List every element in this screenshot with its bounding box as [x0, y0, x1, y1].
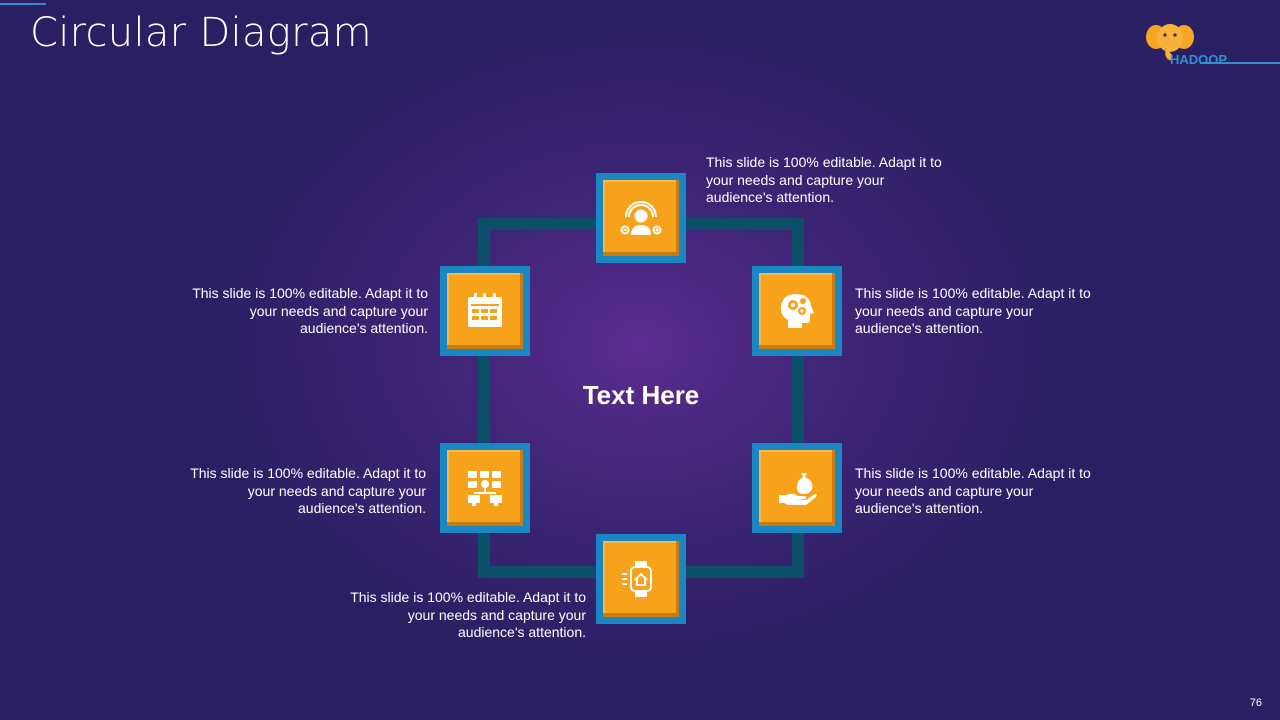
- operator-headset-icon: [620, 201, 662, 235]
- node-upper-right-text: This slide is 100% editable. Adapt it to…: [855, 285, 1091, 336]
- center-label: Text Here: [582, 380, 700, 410]
- node-lower-right: [752, 443, 842, 533]
- node-tile: [447, 450, 523, 526]
- node-lower-left: [440, 443, 530, 533]
- node-tile: [759, 273, 835, 349]
- page-number: 76: [1249, 697, 1262, 709]
- logo-underline: [1200, 62, 1280, 64]
- node-lower-left-text: This slide is 100% editable. Adapt it to…: [190, 465, 426, 516]
- node-tile: [603, 541, 679, 617]
- node-top: [596, 173, 686, 263]
- node-top-text: This slide is 100% editable. Adapt it to…: [706, 154, 942, 205]
- calendar-icon: [468, 293, 502, 327]
- node-bottom: [596, 534, 686, 624]
- node-tile: [447, 273, 523, 349]
- logo-text: HADOOP: [1170, 52, 1228, 67]
- node-upper-left-text: This slide is 100% editable. Adapt it to…: [192, 285, 428, 336]
- gear-head-icon: [780, 294, 814, 328]
- node-tile: [759, 450, 835, 526]
- smartwatch-home-icon: [622, 561, 652, 597]
- hand-money-bag-icon: [779, 473, 817, 505]
- node-lower-right-text: This slide is 100% editable. Adapt it to…: [855, 465, 1091, 516]
- top-accent-line: [0, 3, 46, 5]
- node-upper-right: [752, 266, 842, 356]
- hadoop-logo: HADOOP: [1140, 20, 1280, 70]
- network-computers-icon: [468, 471, 502, 506]
- elephant-logo-icon: [1146, 24, 1194, 61]
- node-upper-left: [440, 266, 530, 356]
- page-title: Circular Diagram: [30, 10, 372, 56]
- node-tile: [603, 180, 679, 256]
- node-bottom-text: This slide is 100% editable. Adapt it to…: [350, 589, 586, 640]
